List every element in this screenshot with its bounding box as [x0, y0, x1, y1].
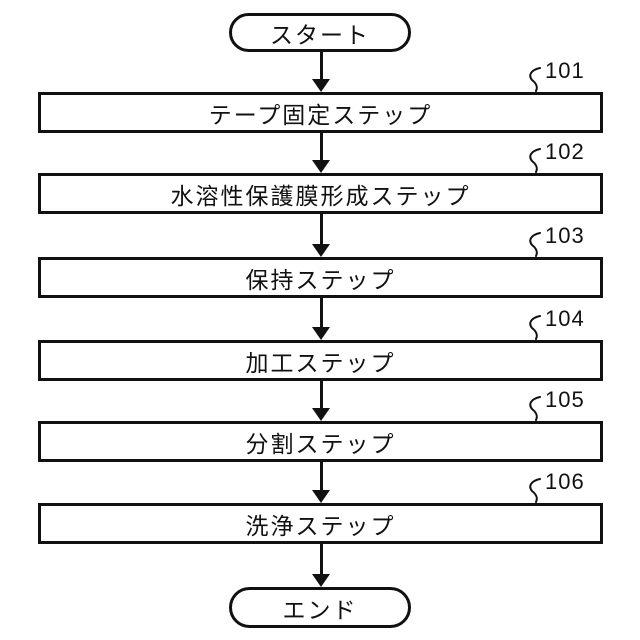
arrow-head [312, 327, 330, 340]
leader-squiggle-icon [529, 315, 541, 340]
flow-arrow-down [312, 214, 330, 257]
start-terminal-label: スタート [270, 21, 370, 48]
leader-squiggle-icon [529, 396, 541, 421]
ref-label-102: 102 [527, 139, 607, 175]
end-terminal-label: エンド [282, 596, 358, 623]
flow-arrow-down [312, 133, 330, 173]
step-label: テープ固定ステップ [208, 101, 433, 128]
step-label: 洗浄ステップ [245, 512, 396, 539]
step-box-dividing: 分割ステップ [38, 421, 603, 462]
step-label: 分割ステップ [245, 430, 396, 457]
ref-number: 103 [545, 223, 585, 248]
ref-label-101: 101 [527, 58, 607, 94]
ref-number: 106 [545, 469, 585, 494]
step-box-cleaning: 洗浄ステップ [38, 503, 603, 544]
step-label: 加工ステップ [245, 349, 396, 376]
ref-number: 105 [545, 387, 585, 412]
ref-label-105: 105 [527, 387, 607, 423]
arrow-head [312, 160, 330, 173]
arrow-head [312, 244, 330, 257]
arrow-shaft [319, 544, 323, 576]
arrow-shaft [319, 51, 323, 81]
step-box-protective-film: 水溶性保護膜形成ステップ [38, 173, 603, 214]
start-terminal: スタート [229, 13, 411, 52]
leader-squiggle-icon [529, 148, 541, 173]
ref-number: 102 [545, 139, 585, 164]
step-box-processing: 加工ステップ [38, 340, 603, 381]
arrow-head [312, 408, 330, 421]
arrow-shaft [319, 381, 323, 410]
arrow-shaft [319, 298, 323, 329]
arrow-head [312, 490, 330, 503]
arrow-head [312, 574, 330, 587]
arrow-shaft [319, 133, 323, 162]
ref-label-103: 103 [527, 223, 607, 259]
flow-arrow-down [312, 298, 330, 340]
ref-number: 104 [545, 306, 585, 331]
arrow-head [312, 79, 330, 92]
leader-squiggle-icon [529, 232, 541, 257]
flow-arrow-down [312, 51, 330, 92]
flow-arrow-down [312, 544, 330, 587]
step-label: 水溶性保護膜形成ステップ [170, 182, 471, 209]
ref-label-106: 106 [527, 469, 607, 505]
step-label: 保持ステップ [245, 266, 396, 293]
flow-arrow-down [312, 381, 330, 421]
step-box-tape-fixing: テープ固定ステップ [38, 92, 603, 133]
leader-squiggle-icon [529, 67, 541, 92]
arrow-shaft [319, 462, 323, 492]
ref-number: 101 [545, 58, 585, 83]
end-terminal: エンド [229, 587, 411, 628]
leader-squiggle-icon [529, 478, 541, 503]
arrow-shaft [319, 214, 323, 246]
step-box-holding: 保持ステップ [38, 257, 603, 298]
ref-label-104: 104 [527, 306, 607, 342]
flow-arrow-down [312, 462, 330, 503]
